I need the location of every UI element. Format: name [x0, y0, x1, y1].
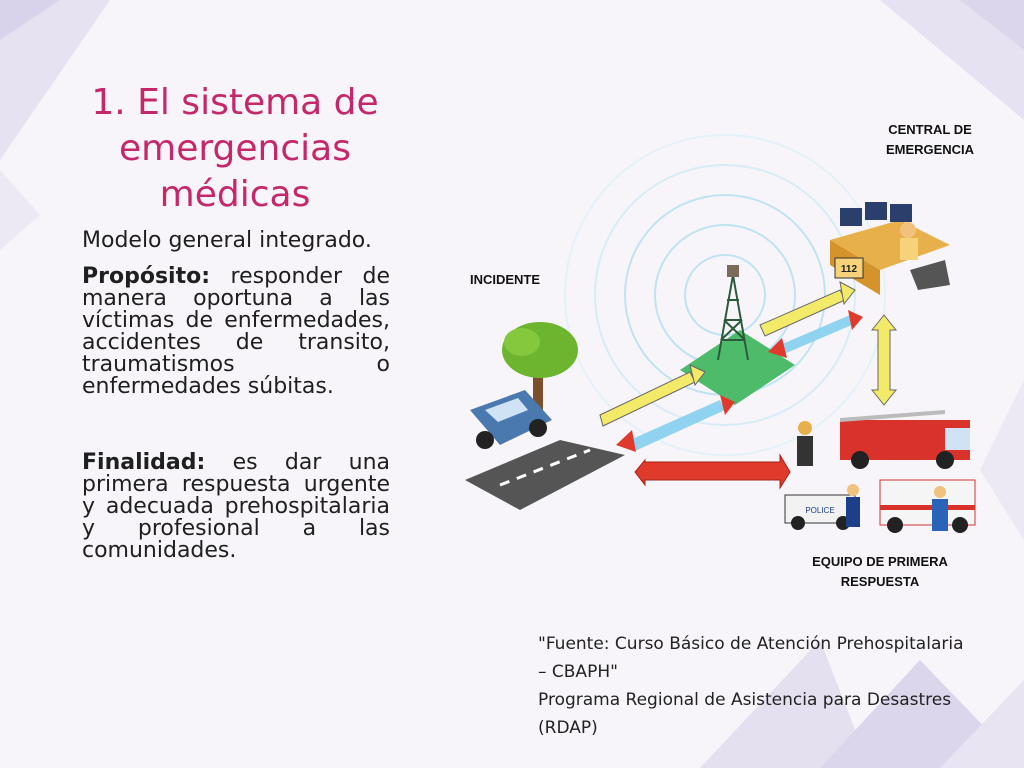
ems-diagram: 112 POLICE [465, 134, 976, 533]
source-line-2: – CBAPH" [538, 662, 618, 682]
police-label: POLICE [805, 506, 834, 515]
central-label: CENTRAL DE EMERGENCIA [850, 120, 1010, 160]
crashed-car-icon [470, 390, 552, 449]
source-line-4: (RDAP) [538, 718, 598, 738]
goal-label: Finalidad: [82, 450, 206, 475]
slide-title: 1. El sistema de emergencias médicas [91, 82, 379, 215]
purpose-paragraph: Propósito: responder de manera oportuna … [82, 266, 390, 398]
goal-paragraph: Finalidad: es dar una primera respuesta … [82, 452, 390, 562]
desk-number: 112 [841, 264, 858, 275]
goal-text: es dar una primera respuesta urgente y a… [82, 450, 390, 563]
source-line-1: "Fuente: Curso Básico de Atención Prehos… [538, 634, 964, 654]
emergency-central-icon: 112 [830, 202, 950, 295]
police-car-icon: POLICE [784, 494, 856, 530]
purpose-label: Propósito: [82, 264, 211, 289]
model-paragraph: Modelo general integrado. [82, 228, 372, 253]
paramedic-icon [932, 486, 948, 531]
purpose-text: responder de manera oportuna a las vícti… [82, 264, 390, 399]
team-label-line1: EQUIPO DE PRIMERA [812, 554, 948, 569]
body-text: Modelo general integrado. Propósito: res… [82, 230, 390, 576]
central-label-line2: EMERGENCIA [885, 142, 975, 157]
ems-illustration: 112 POLICE [440, 110, 1005, 600]
road [465, 440, 625, 510]
antenna-tower-icon [717, 265, 749, 361]
team-label-line2: RESPUESTA [840, 574, 920, 589]
team-label: EQUIPO DE PRIMERA RESPUESTA [790, 552, 970, 592]
signal-arrows [599, 281, 898, 490]
fire-truck-icon [839, 410, 970, 469]
police-officer-icon [846, 484, 860, 527]
incident-label: INCIDENTE [469, 272, 541, 287]
firefighter-icon [797, 421, 813, 466]
source-citation: "Fuente: Curso Básico de Atención Prehos… [538, 630, 1018, 742]
ambulance-icon [879, 479, 976, 533]
central-label-line1: CENTRAL DE [888, 122, 972, 137]
tower-base [680, 330, 795, 405]
tree-trunk [533, 365, 543, 410]
source-line-3: Programa Regional de Asistencia para Des… [538, 690, 952, 710]
